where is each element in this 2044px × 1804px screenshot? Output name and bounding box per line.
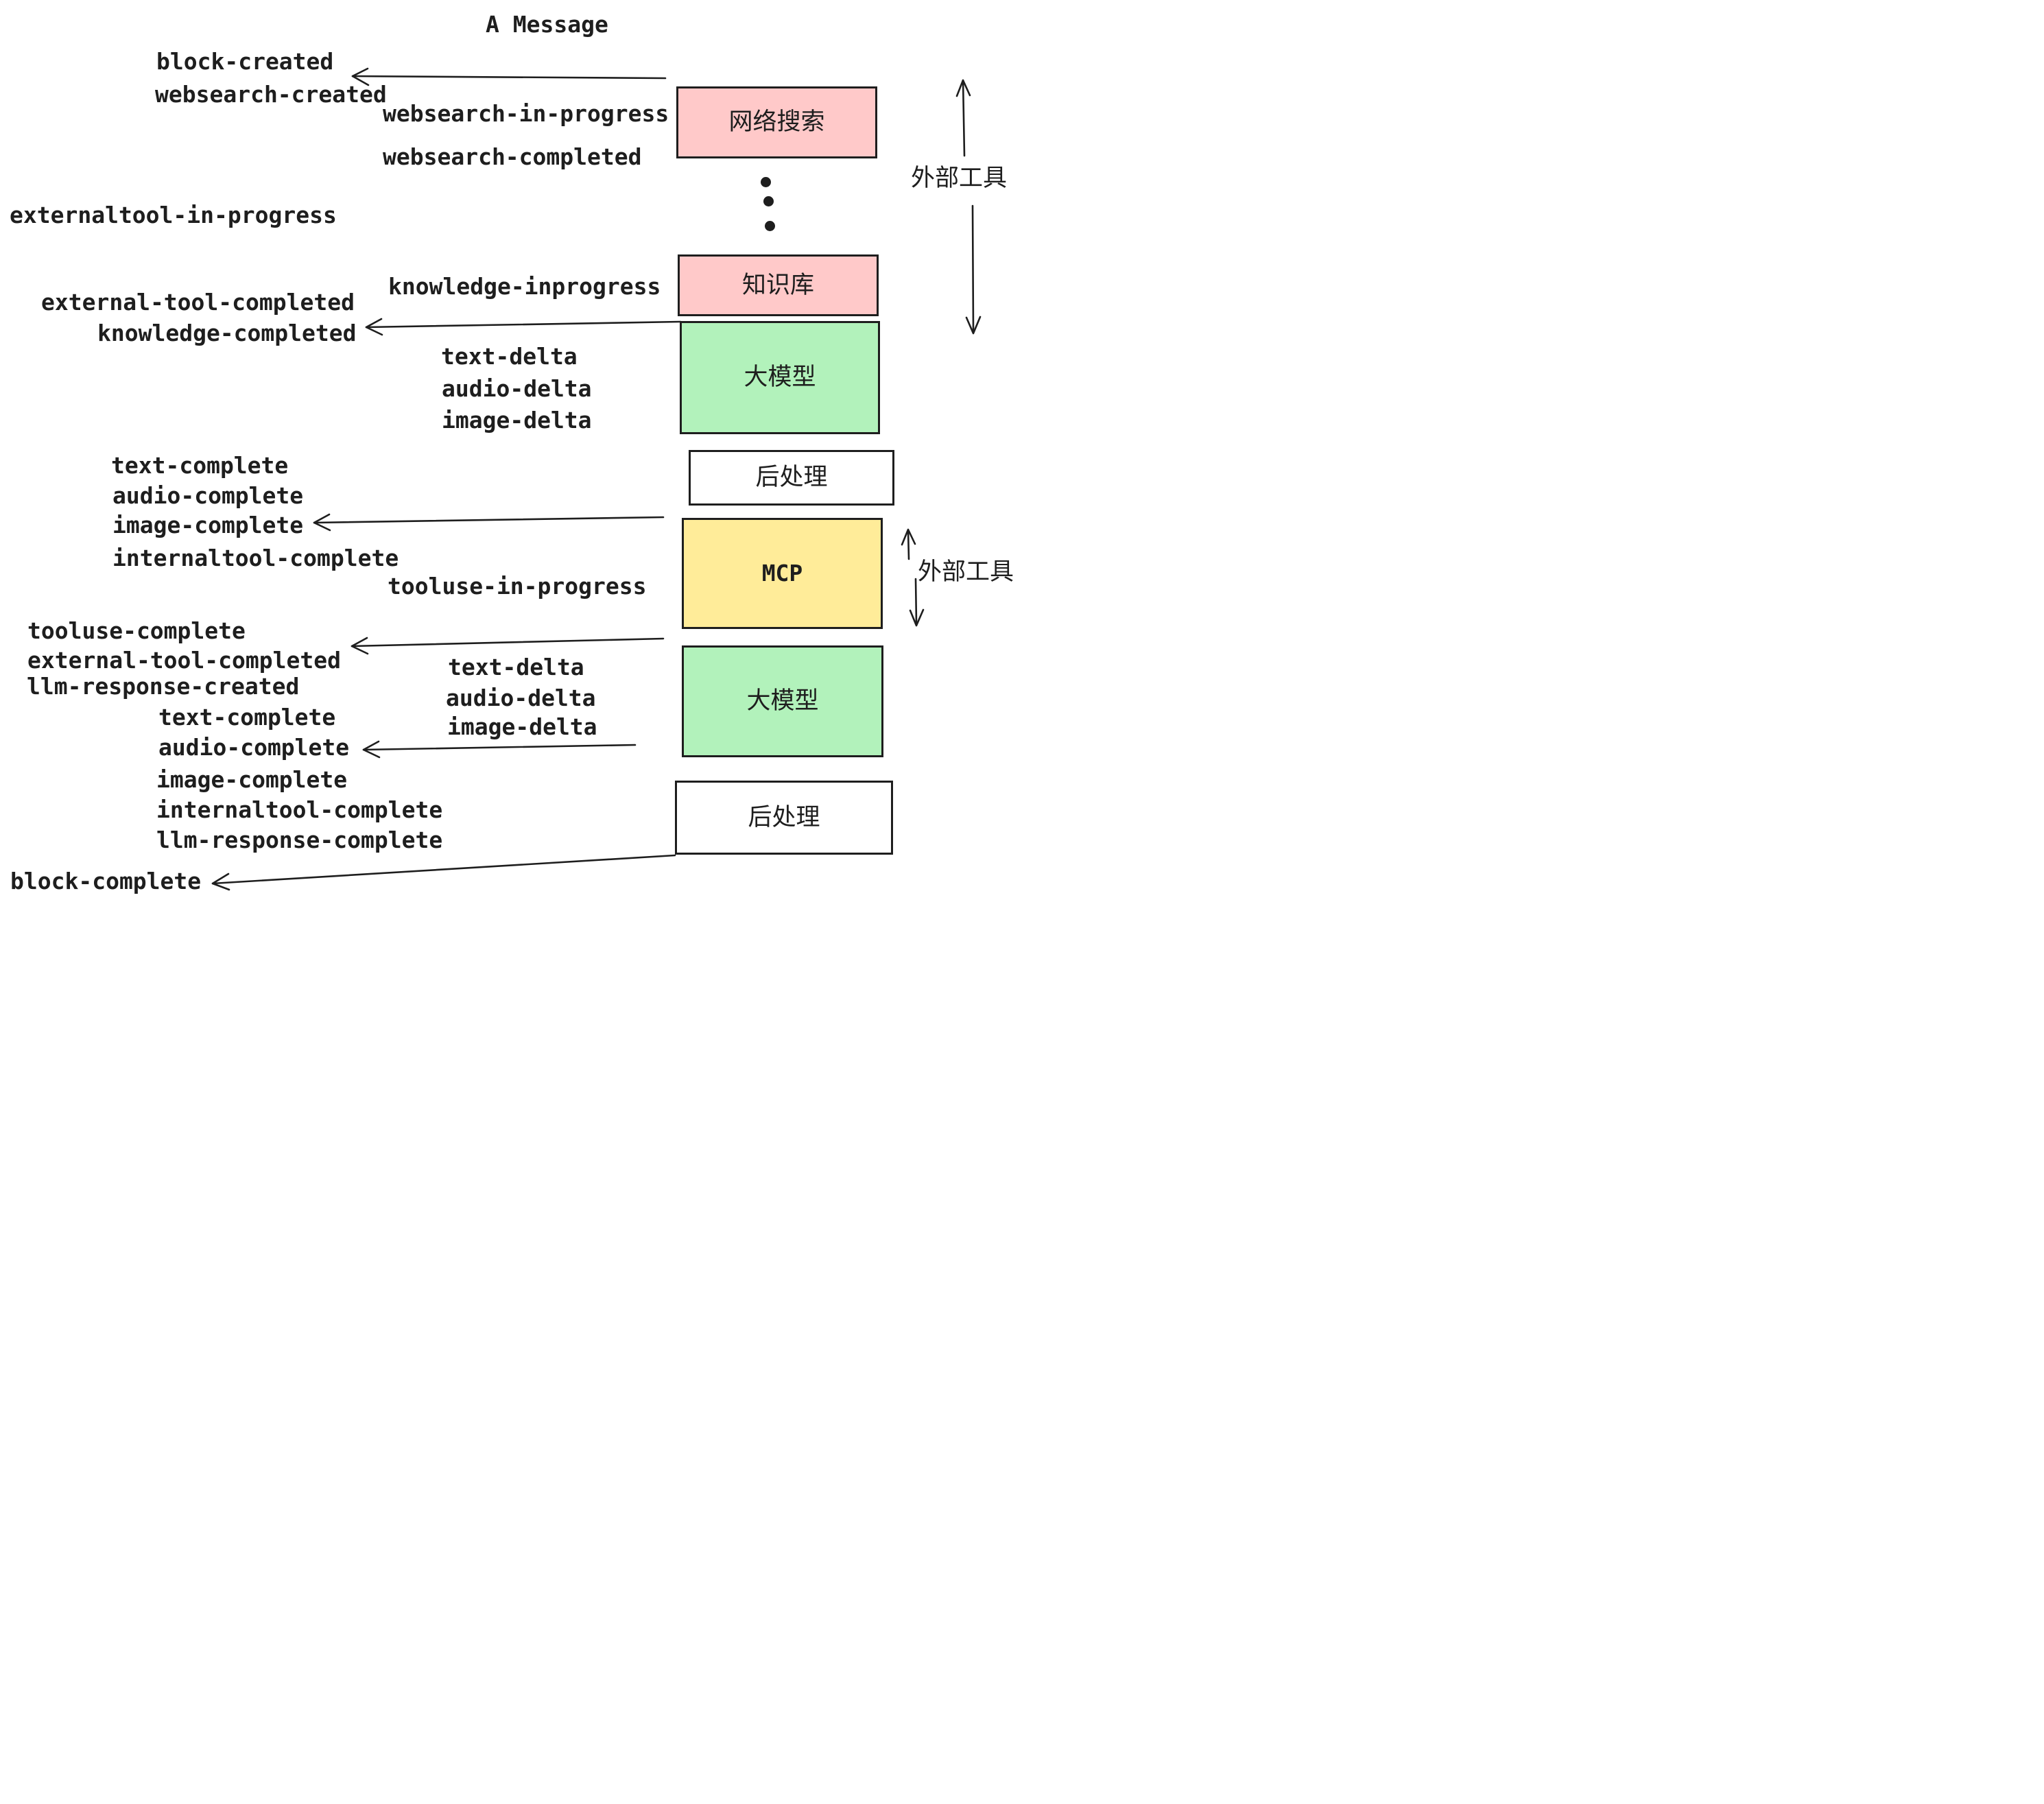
stage-label-mcp: MCP — [761, 559, 803, 586]
event-label-block-complete: block-complete — [10, 868, 202, 894]
event-label-text-complete: text-complete — [111, 452, 289, 479]
external-tools-mcp-down-arrow-icon — [909, 578, 925, 627]
arrow-to-tooluse-complete-icon — [350, 637, 665, 655]
side-label-external-tools-bottom: 外部工具 — [918, 558, 1014, 586]
event-label-audio-delta-2: audio-delta — [446, 685, 596, 711]
arrow-to-image-complete-icon — [313, 513, 665, 532]
stage-label-llm-bottom: 大模型 — [746, 687, 819, 715]
event-label-websearch-in-progress: websearch-in-progress — [383, 100, 669, 127]
event-label-knowledge-completed: knowledge-completed — [97, 320, 357, 346]
event-label-externaltool-in-progress: externaltool-in-progress — [10, 202, 337, 228]
stage-label-post-top: 后处理 — [755, 464, 828, 492]
stage-label-post-bottom: 后处理 — [748, 803, 820, 831]
stage-box-mcp: MCP — [682, 518, 883, 629]
arrow-to-websearch-created-icon — [351, 67, 667, 86]
ellipsis-dot-2 — [763, 196, 774, 206]
stage-label-knowledge: 知识库 — [741, 271, 814, 299]
external-tools-mcp-up-arrow-icon — [901, 528, 916, 560]
external-tools-top-up-arrow-icon — [955, 79, 971, 157]
event-label-text-delta-2: text-delta — [448, 654, 584, 680]
event-label-image-delta: image-delta — [442, 407, 592, 434]
event-label-internaltool-complete: internaltool-complete — [112, 545, 399, 571]
event-label-websearch-completed: websearch-completed — [383, 143, 642, 170]
event-label-tooluse-in-progress: tooluse-in-progress — [388, 573, 647, 600]
event-label-external-tool-completed-2: external-tool-completed — [27, 647, 341, 674]
arrow-to-audio-complete-icon — [362, 740, 637, 759]
event-label-audio-delta: audio-delta — [442, 375, 592, 402]
event-label-block-created: block-created — [156, 48, 334, 75]
event-label-image-delta-2: image-delta — [447, 713, 597, 740]
event-label-knowledge-inprogress: knowledge-inprogress — [388, 273, 661, 300]
external-tools-top-down-arrow-icon — [965, 204, 982, 335]
stage-box-llm-bottom: 大模型 — [682, 645, 883, 757]
side-label-external-tools-top: 外部工具 — [911, 165, 1008, 192]
event-label-internaltool-complete-2: internaltool-complete — [156, 796, 443, 823]
stage-box-post-top: 后处理 — [689, 450, 894, 506]
stage-box-websearch: 网络搜索 — [676, 86, 877, 158]
event-label-websearch-created: websearch-created — [155, 81, 387, 108]
event-label-audio-complete-2: audio-complete — [158, 734, 350, 761]
event-label-llm-response-created: llm-response-created — [27, 673, 300, 700]
stage-box-llm-top: 大模型 — [680, 321, 880, 434]
stage-label-websearch: 网络搜索 — [728, 108, 825, 137]
event-label-image-complete: image-complete — [112, 512, 304, 538]
event-label-tooluse-complete: tooluse-complete — [27, 617, 246, 644]
diagram-title: A Message — [486, 11, 608, 38]
event-label-text-complete-2: text-complete — [158, 704, 336, 731]
event-label-text-delta: text-delta — [441, 343, 578, 370]
diagram-canvas: A Message block-created websearch-create… — [0, 0, 1022, 902]
ellipsis-dot-1 — [761, 177, 771, 187]
event-label-image-complete-2: image-complete — [156, 766, 348, 793]
arrow-to-block-complete-icon — [211, 854, 676, 891]
event-label-external-tool-completed: external-tool-completed — [41, 289, 355, 316]
event-label-llm-response-complete: llm-response-complete — [156, 827, 443, 853]
stage-box-post-bottom: 后处理 — [675, 781, 893, 855]
stage-box-knowledge: 知识库 — [678, 254, 879, 316]
stage-label-llm-top: 大模型 — [744, 364, 816, 392]
ellipsis-dot-3 — [765, 221, 775, 231]
event-label-audio-complete: audio-complete — [112, 482, 304, 509]
arrow-to-knowledge-completed-icon — [365, 318, 682, 336]
